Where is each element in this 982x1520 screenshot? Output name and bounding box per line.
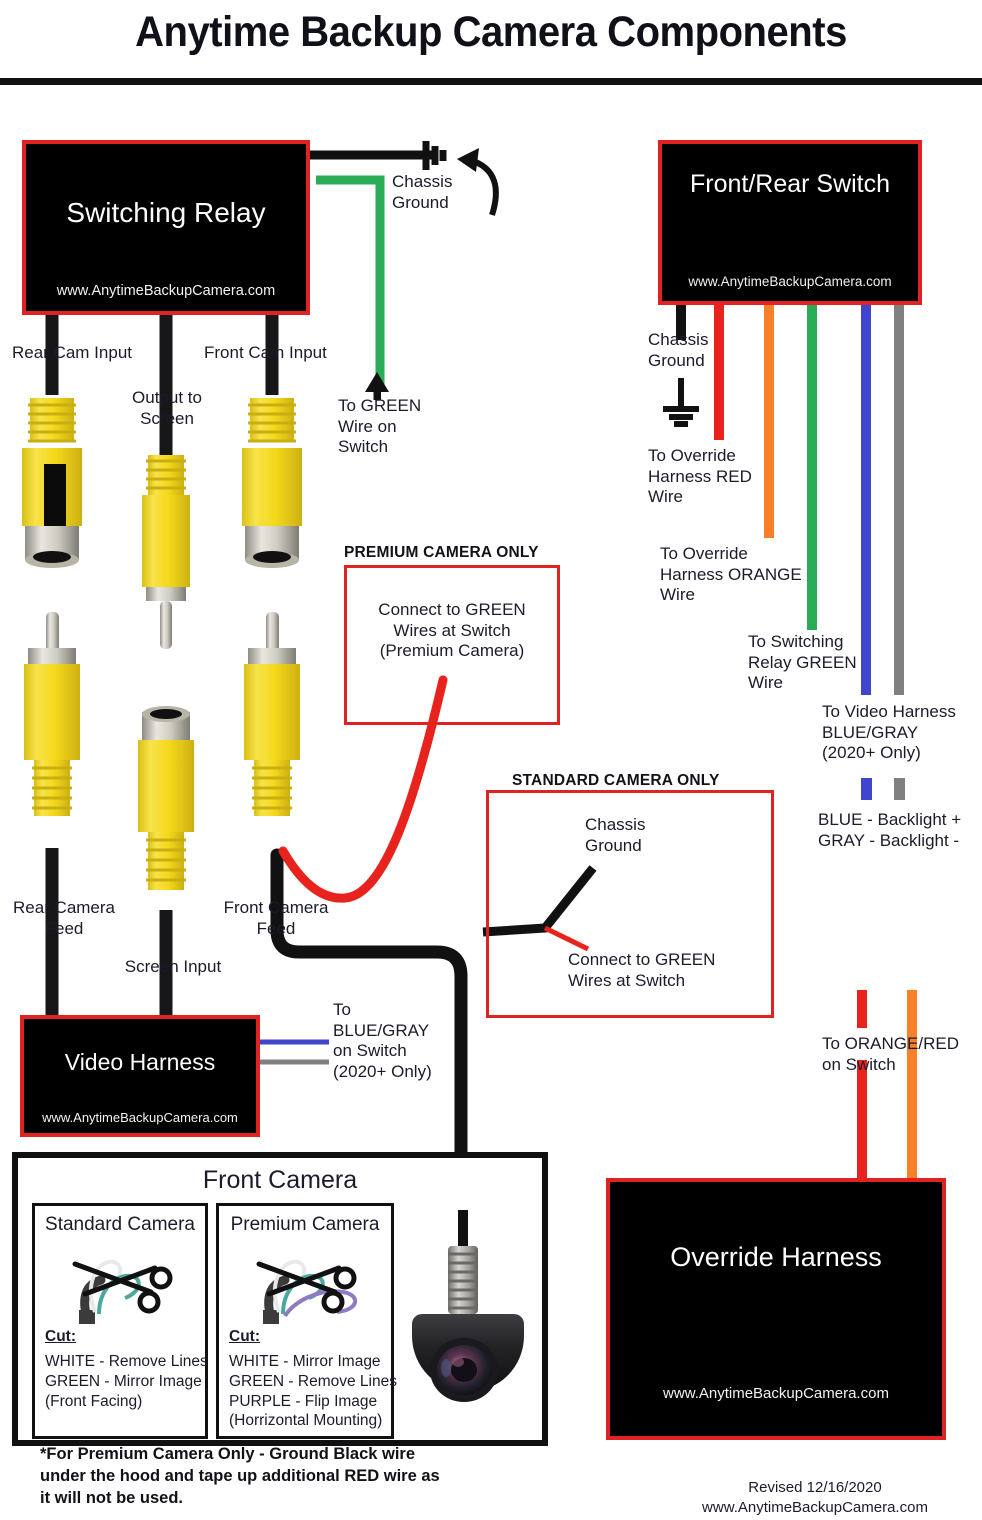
chassis-ground-symbol-switch xyxy=(663,378,699,427)
relay-chassis-ground-label: Chassis Ground xyxy=(392,172,453,212)
switch-gray-swatch xyxy=(894,778,905,800)
front-rear-switch-box: Front/Rear Switch www.AnytimeBackupCamer… xyxy=(658,140,922,305)
page-title: Anytime Backup Camera Components xyxy=(135,8,847,56)
standard-callout-heading: STANDARD CAMERA ONLY xyxy=(512,772,720,789)
override-harness-url: www.AnytimeBackupCamera.com xyxy=(663,1385,889,1402)
rca-male-front-camera-feed xyxy=(244,612,300,816)
rca-female-front-cam-input xyxy=(242,398,302,568)
premium-camera-cut-heading: Cut: xyxy=(229,1328,260,1345)
switching-relay-box: Switching Relay www.AnytimeBackupCamera.… xyxy=(22,140,310,315)
switch-chassis-ground-label: Chassis Ground xyxy=(648,330,709,370)
video-harness-box: Video Harness www.AnytimeBackupCamera.co… xyxy=(20,1015,260,1137)
standard-callout-green-label: Connect to GREEN Wires at Switch xyxy=(568,950,716,990)
switch-backlight-legend: BLUE - Backlight + GRAY - Backlight - xyxy=(818,810,962,850)
switching-relay-title: Switching Relay xyxy=(66,197,266,228)
relay-port-front-cam-input: Front Cam Input xyxy=(204,343,327,362)
rca-male-rear-camera-feed xyxy=(24,612,80,816)
front-camera-panel-title: Front Camera xyxy=(202,1166,358,1194)
premium-callout-box xyxy=(344,565,560,725)
chassis-ground-symbol-relay xyxy=(422,141,447,170)
video-harness-title: Video Harness xyxy=(64,1049,216,1075)
override-harness-wire-label: To ORANGE/RED on Switch xyxy=(822,1034,959,1074)
standard-callout-box xyxy=(486,790,774,1018)
switch-wire-label-red: To Override Harness RED Wire xyxy=(648,446,752,507)
premium-camera-title: Premium Camera xyxy=(230,1214,380,1235)
premium-callout-body: Connect to GREEN Wires at Switch (Premiu… xyxy=(378,600,526,661)
relay-port-rear-cam-input: Rear Cam Input xyxy=(12,343,132,362)
front-camera-panel: Front Camera Standard Camera Cut: WHITE … xyxy=(12,1152,548,1446)
standard-camera-subpanel: Standard Camera Cut: WHITE - Remove Line… xyxy=(32,1203,208,1439)
standard-camera-title: Standard Camera xyxy=(45,1214,195,1235)
standard-camera-cut-heading: Cut: xyxy=(45,1328,76,1345)
premium-camera-cut-lines: WHITE - Mirror Image GREEN - Remove Line… xyxy=(229,1353,397,1430)
premium-camera-cut-illustration xyxy=(256,1259,357,1324)
front-rear-switch-title: Front/Rear Switch xyxy=(689,170,891,198)
feed-label-front-camera: Front Camera Feed xyxy=(223,898,329,938)
front-rear-switch-url: www.AnytimeBackupCamera.com xyxy=(688,274,892,289)
revision-note: Revised 12/16/2020 www.AnytimeBackupCame… xyxy=(702,1479,928,1517)
switching-relay-url: www.AnytimeBackupCamera.com xyxy=(56,283,276,299)
override-harness-box: Override Harness www.AnytimeBackupCamera… xyxy=(606,1178,946,1440)
header-divider xyxy=(0,78,982,85)
feed-label-rear-camera: Rear Camera Feed xyxy=(12,898,116,938)
standard-camera-cut-illustration xyxy=(72,1259,173,1324)
switch-blue-swatch xyxy=(861,778,872,800)
override-harness-title: Override Harness xyxy=(670,1242,882,1272)
rca-female-screen-input xyxy=(138,706,194,890)
switch-wire-label-green: To Switching Relay GREEN Wire xyxy=(748,632,857,693)
video-harness-url: www.AnytimeBackupCamera.com xyxy=(42,1110,238,1125)
rca-female-rear-cam-input xyxy=(22,398,82,568)
front-camera-photo xyxy=(412,1210,524,1402)
standard-callout-chassis-ground: Chassis Ground xyxy=(585,815,646,855)
feed-label-screen-input: Screen Input xyxy=(124,957,222,976)
premium-callout-heading: PREMIUM CAMERA ONLY xyxy=(344,544,539,561)
premium-camera-footnote: *For Premium Camera Only - Ground Black … xyxy=(40,1445,440,1507)
ground-arrow-head-relay xyxy=(457,148,479,172)
rca-male-output-to-screen xyxy=(142,455,190,649)
standard-camera-cut-lines: WHITE - Remove Lines GREEN - Mirror Imag… xyxy=(45,1353,208,1410)
relay-green-wire-label: To GREEN Wire on Switch xyxy=(338,396,422,457)
switch-wire-label-blue-gray: To Video Harness BLUE/GRAY (2020+ Only) xyxy=(822,702,956,763)
switch-wire-label-orange: To Override Harness ORANGE Wire xyxy=(660,544,802,605)
premium-camera-subpanel: Premium Camera Cut: WHITE - Mirror Image… xyxy=(216,1203,397,1439)
relay-port-output-to-screen: Output to Screen xyxy=(132,388,202,428)
page-header: Anytime Backup Camera Components xyxy=(0,0,982,85)
video-harness-blue-gray-label: To BLUE/GRAY on Switch (2020+ Only) xyxy=(333,1000,432,1082)
